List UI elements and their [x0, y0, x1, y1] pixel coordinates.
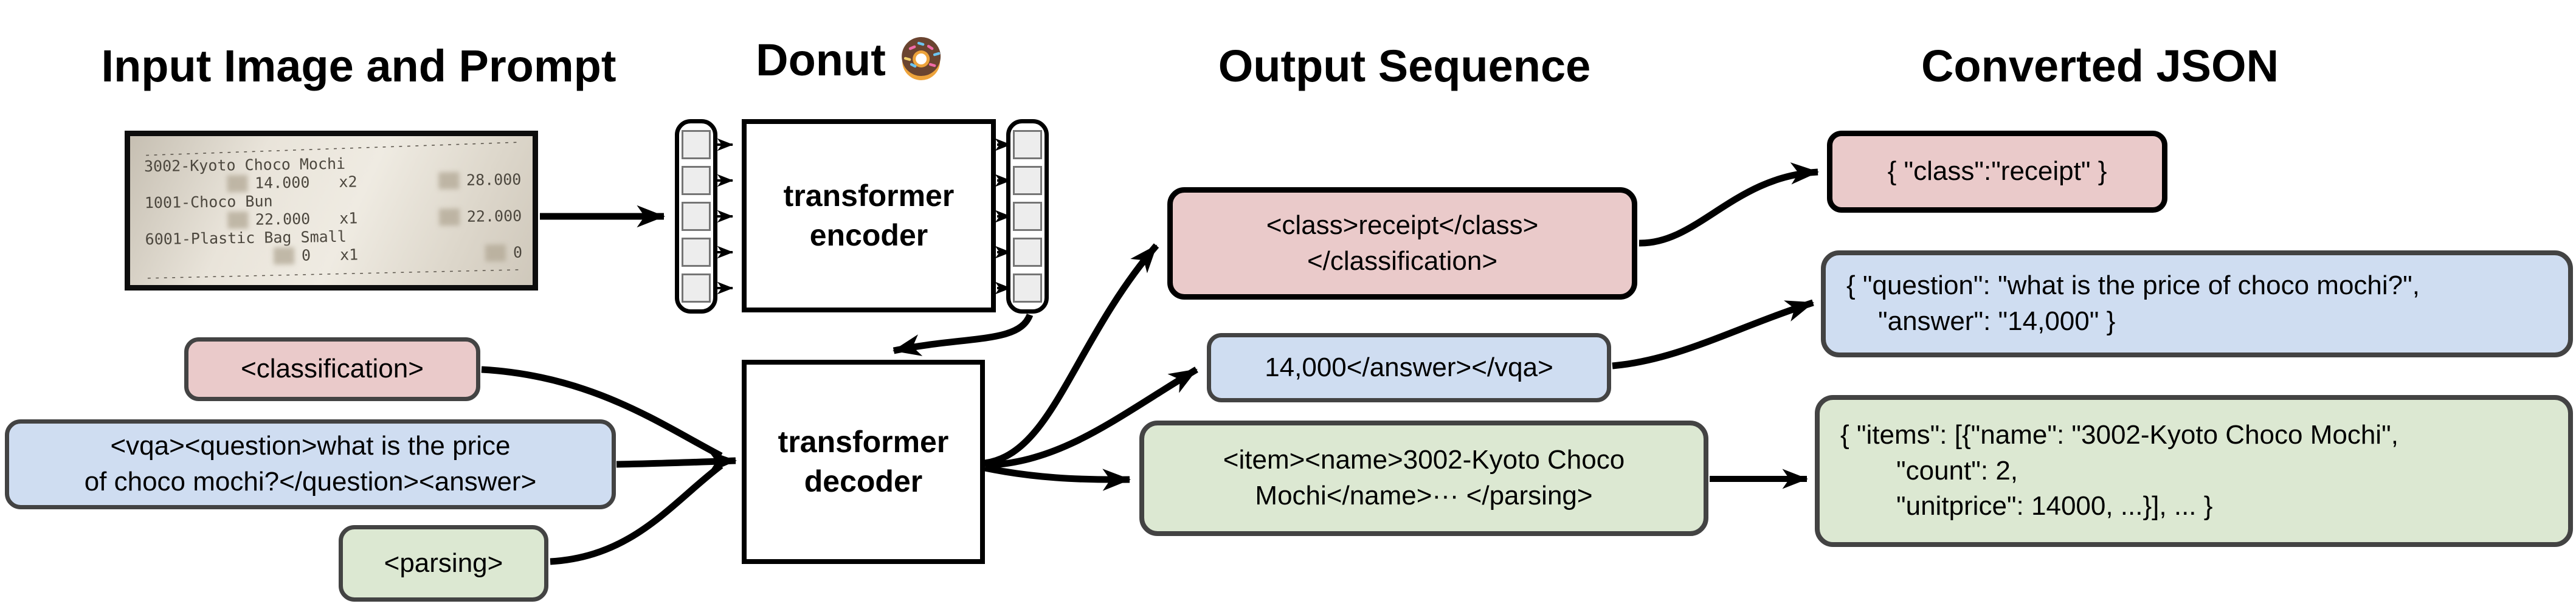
- receipt-qty: x1: [339, 246, 359, 264]
- json-parsing-line3: "unitprice": 14000, ...}], ... }: [1896, 491, 2213, 521]
- model-title: Donut: [756, 34, 945, 86]
- donut-icon: [897, 34, 945, 86]
- transformer-encoder-block: transformer encoder: [742, 119, 996, 312]
- json-vqa-line1: { "question": "what is the price of choc…: [1846, 270, 2420, 301]
- embedding-patch: [1013, 238, 1042, 267]
- arrow-decoder-to-parsing-output: [984, 464, 1131, 491]
- receipt-qty: x2: [339, 173, 357, 191]
- embedding-patch: [1013, 130, 1042, 159]
- arrow-vqa-prompt-to-decoder: [616, 450, 737, 473]
- json-vqa-line2: "answer": "14,000" }: [1878, 306, 2116, 336]
- receipt-unit-price: 0: [301, 246, 311, 264]
- output-column-title: Output Sequence: [1218, 41, 1591, 91]
- input-patches: [675, 119, 717, 314]
- arrow-classification-output-to-json: [1638, 162, 1820, 247]
- decoder-label-line2: decoder: [804, 464, 923, 498]
- output-classification: <class>receipt</class> </classification>: [1167, 187, 1637, 300]
- json-vqa: { "question": "what is the price of choc…: [1821, 250, 2573, 357]
- input-receipt-image: ----------------------------------------…: [125, 131, 538, 291]
- json-classification: { "class":"receipt" }: [1827, 131, 2167, 213]
- redaction-blur: [485, 244, 506, 262]
- prompt-parsing-text: <parsing>: [384, 548, 503, 578]
- image-patch: [682, 166, 711, 195]
- json-parsing-line1: { "items": [{"name": "3002-Kyoto Choco M…: [1840, 419, 2398, 450]
- output-parsing-line2: Mochi</name>··· </parsing>: [1255, 481, 1593, 511]
- encoder-output-embeddings: [1006, 119, 1049, 314]
- json-parsing: { "items": [{"name": "3002-Kyoto Choco M…: [1815, 395, 2573, 547]
- output-classification-line1: <class>receipt</class>: [1266, 210, 1539, 240]
- output-vqa-text: 14,000</answer></vqa>: [1265, 352, 1553, 382]
- receipt-total: 22.000: [466, 207, 522, 225]
- prompt-parsing: <parsing>: [339, 525, 548, 602]
- prompt-vqa-line1: <vqa><question>what is the price: [110, 431, 511, 461]
- redaction-blur: [227, 211, 249, 229]
- redaction-blur: [438, 208, 460, 226]
- transformer-decoder-block: transformer decoder: [742, 360, 985, 564]
- arrow-vqa-output-to-json: [1612, 299, 1814, 370]
- embedding-patch: [1013, 273, 1042, 303]
- receipt-content: ----------------------------------------…: [130, 136, 533, 284]
- json-classification-text: { "class":"receipt" }: [1887, 156, 2107, 187]
- receipt-total: 28.000: [466, 170, 522, 189]
- input-column-title: Input Image and Prompt: [101, 41, 616, 91]
- encoder-label-line1: transformer: [783, 179, 955, 213]
- redaction-blur: [438, 172, 460, 190]
- prompt-vqa: <vqa><question>what is the price of choc…: [5, 419, 616, 509]
- image-patch: [682, 238, 711, 267]
- json-parsing-line2: "count": 2,: [1896, 455, 2018, 486]
- image-patch: [682, 202, 711, 231]
- prompt-classification-text: <classification>: [241, 354, 424, 384]
- prompt-vqa-line2: of choco mochi?</question><answer>: [84, 467, 537, 497]
- arrow-encoder-to-decoder: [893, 313, 1034, 356]
- output-parsing-line1: <item><name>3002-Kyoto Choco: [1223, 445, 1625, 475]
- image-patch: [682, 273, 711, 303]
- image-patch: [682, 130, 711, 159]
- receipt-qty: x1: [339, 209, 358, 227]
- output-vqa: 14,000</answer></vqa>: [1207, 333, 1611, 402]
- embedding-patch: [1013, 202, 1042, 231]
- prompt-classification: <classification>: [184, 337, 480, 401]
- decoder-label-line1: transformer: [778, 425, 949, 459]
- json-column-title: Converted JSON: [1921, 41, 2279, 91]
- output-parsing: <item><name>3002-Kyoto Choco Mochi</name…: [1139, 421, 1708, 536]
- receipt-unit-price: 14.000: [254, 173, 310, 192]
- embedding-patch: [1013, 166, 1042, 195]
- receipt-unit-price: 22.000: [255, 210, 311, 229]
- redaction-blur: [273, 247, 295, 265]
- model-title-text: Donut: [756, 35, 886, 85]
- output-classification-line2: </classification>: [1307, 246, 1498, 276]
- receipt-total: 0: [513, 243, 523, 261]
- redaction-blur: [226, 174, 248, 193]
- encoder-label-line2: encoder: [809, 218, 928, 252]
